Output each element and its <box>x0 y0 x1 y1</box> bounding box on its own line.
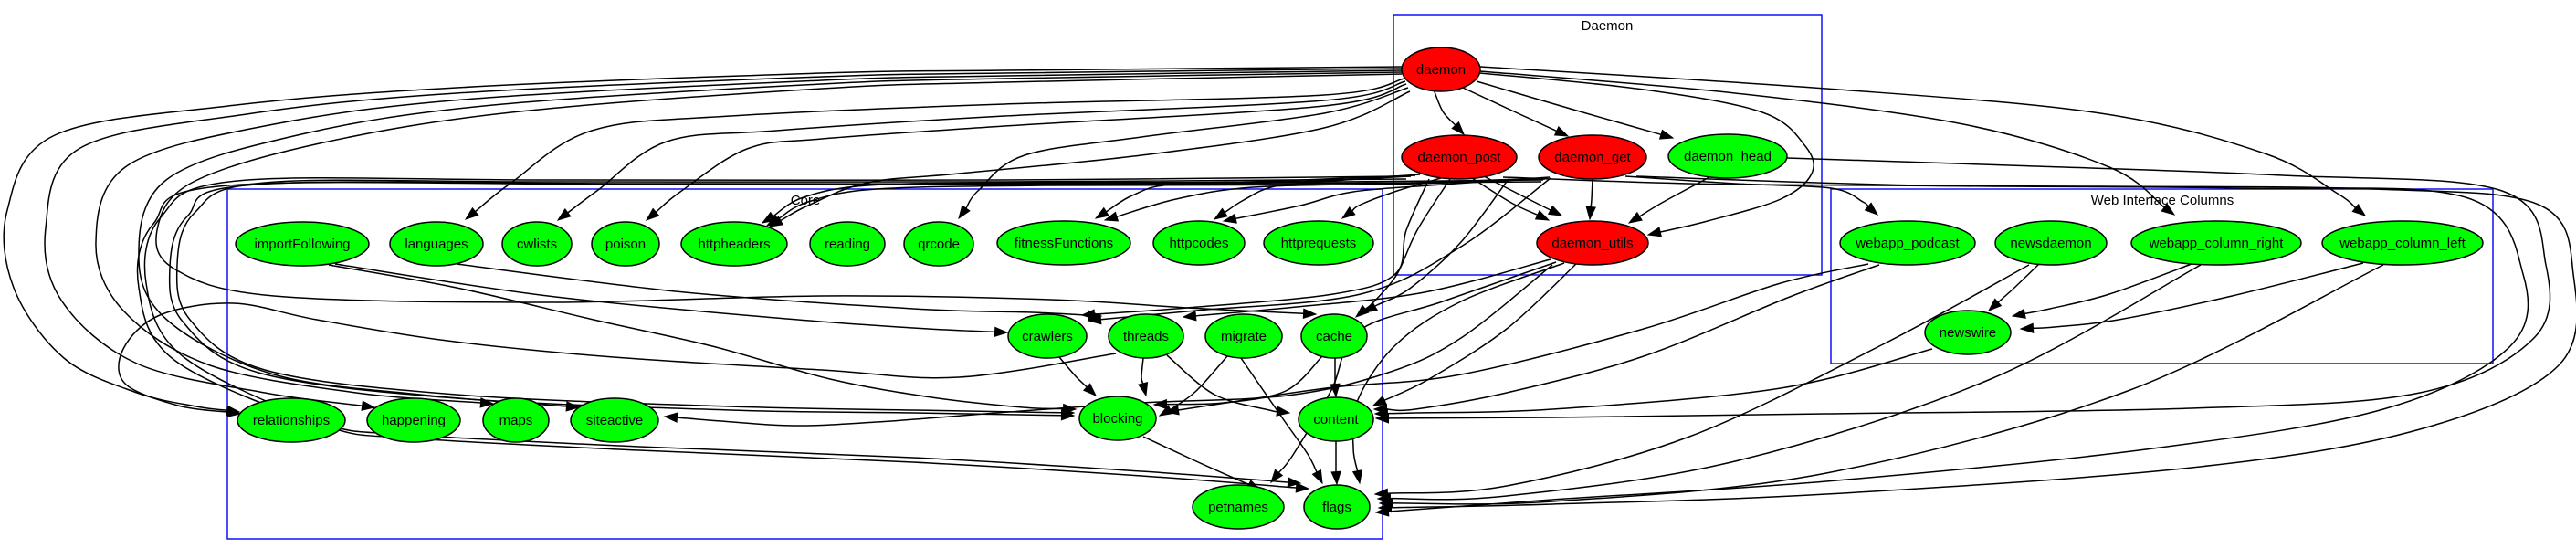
svg-text:Web Interface Columns: Web Interface Columns <box>2091 193 2234 208</box>
svg-text:httpheaders: httpheaders <box>698 237 770 252</box>
svg-text:siteactive: siteactive <box>586 413 644 428</box>
svg-text:fitnessFunctions: fitnessFunctions <box>1015 236 1113 251</box>
svg-text:qrcode: qrcode <box>918 237 960 252</box>
svg-text:content: content <box>1313 412 1359 427</box>
svg-text:webapp_podcast: webapp_podcast <box>1855 236 1960 251</box>
svg-text:daemon_post: daemon_post <box>1418 150 1502 165</box>
svg-text:httpcodes: httpcodes <box>1169 236 1228 251</box>
svg-text:blocking: blocking <box>1092 411 1142 427</box>
svg-text:reading: reading <box>825 237 870 252</box>
svg-text:daemon: daemon <box>1416 62 1466 78</box>
svg-text:cwlists: cwlists <box>517 237 557 252</box>
svg-text:happening: happening <box>382 413 446 428</box>
svg-text:Core: Core <box>791 193 821 208</box>
svg-text:webapp_column_right: webapp_column_right <box>2149 236 2285 251</box>
svg-text:daemon_get: daemon_get <box>1554 150 1631 165</box>
svg-text:crawlers: crawlers <box>1022 329 1073 344</box>
svg-text:newswire: newswire <box>1940 325 1997 341</box>
svg-text:webapp_column_left: webapp_column_left <box>2339 236 2466 251</box>
svg-text:daemon_utils: daemon_utils <box>1551 236 1633 251</box>
svg-text:relationships: relationships <box>253 413 330 428</box>
svg-text:Daemon: Daemon <box>1582 18 1634 34</box>
svg-text:migrate: migrate <box>1221 329 1267 344</box>
svg-text:petnames: petnames <box>1208 500 1268 515</box>
svg-text:threads: threads <box>1123 329 1169 344</box>
svg-text:newsdaemon: newsdaemon <box>2010 236 2091 251</box>
svg-text:httprequests: httprequests <box>1281 236 1357 251</box>
svg-text:daemon_head: daemon_head <box>1684 149 1772 164</box>
svg-text:importFollowing: importFollowing <box>254 237 350 252</box>
svg-text:cache: cache <box>1316 329 1352 344</box>
svg-text:maps: maps <box>499 413 533 428</box>
svg-text:flags: flags <box>1322 500 1351 515</box>
svg-text:poison: poison <box>605 237 646 252</box>
svg-text:languages: languages <box>405 237 468 252</box>
